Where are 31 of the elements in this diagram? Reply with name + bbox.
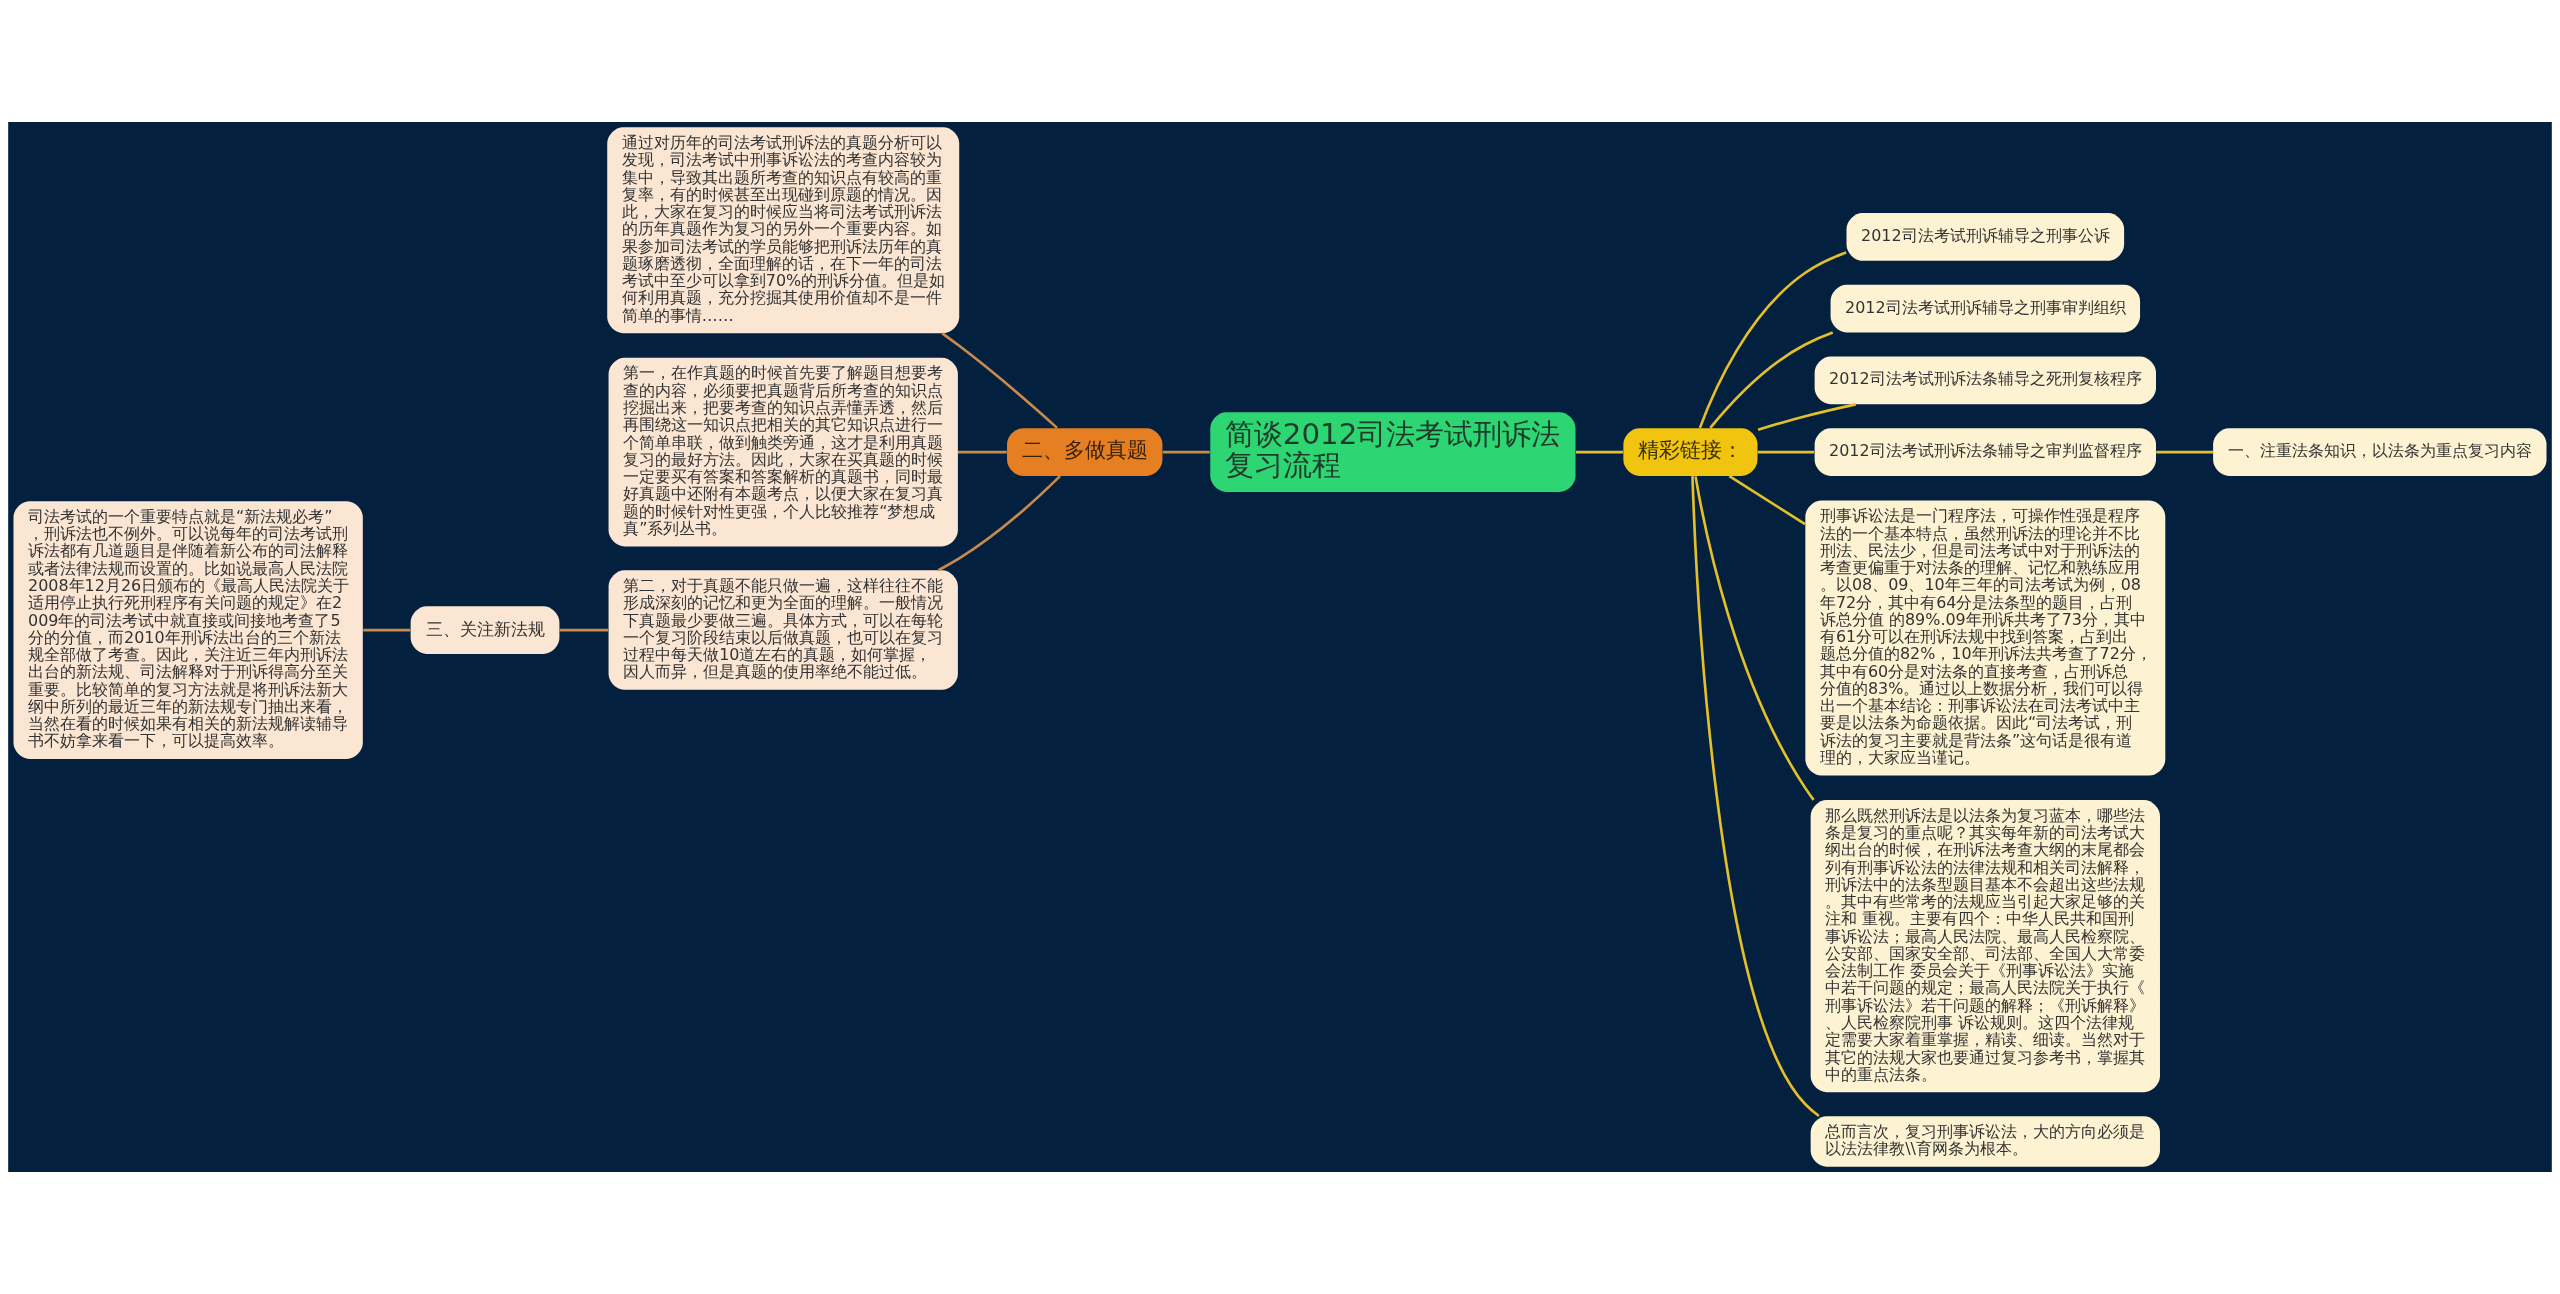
connector [1757, 403, 1857, 432]
node-box: 通过对历年的司法考试刑诉法的真题分析可以发现，司法考试中刑事诉讼法的考查内容较为集中，导致其出题所考查的知识点有较高的重复率，有的时候甚至出现碰到原题的情况。因此，大家在复习的时候应当将司法考试刑诉法的历年真题作为复习的另外一个重要内容。如果参加司法考试的学员能够把刑诉法历年的真题琢磨透彻，全面理解的话，在下一年的司法考试中至少可以拿到70%的刑诉分值。但是如何利用真题，充分挖掘其使用价值却不是一件简单的事情…… [607, 127, 960, 334]
connector [2156, 450, 2213, 454]
node-box: 一、注重法条知识，以法条为重点复习内容 [2213, 428, 2547, 476]
node-box: 那么既然刑诉法是以法条为复习蓝本，哪些法条是复习的重点呢？其实每年新的司法考试大纲出台的时候，在刑诉法考查大纲的末尾都会列有刑事诉讼法的法律法规和相关司法解释，刑诉法中的法条型题目基本不会超出这些法规。其中有些常考的法规应当引起大家足够的关注和 重视。主要有四个：中华人民共和国刑事诉讼法；最高人民法院、最高人民检察院、公安部、国家安全部、司法部、全国人大常委会法制工作 委员会关于《刑事诉讼法》实施中若干问题的规定；最高人民法院关于执行《刑事诉讼法》若干问题的解释；《刑诉解释》、人民检察院刑事 诉讼规则。这四个法律规定需要大家着重掌握，精读、细读。当然对于其它的法规大家也要通过复习参考书，掌握其中的重点法条。 [1810, 800, 2160, 1093]
node-box: 二、多做真题 [1007, 428, 1163, 476]
node-box: 2012司法考试刑诉辅导之刑事审判组织 [1830, 284, 2141, 333]
node-box: 司法考试的一个重要特点就是“新法规必考”，刑诉法也不例外。可以说每年的司法考试刑诉法都有几道题目是伴随着新公布的司法解释或者法律法规而设置的。比如说最高人民法院2008年12月26日颁布的《最高人民法院关于适用停止执行死刑程序有关问题的规定》在2009年的司法考试中就直接或间接地考查了5分的分值，而2010年刑诉法出台的三个新法规全部做了考查。因此，关注近三年内刑诉法出台的新法规、司法解释对于刑诉得高分至关重要。比较简单的复习方法就是将刑诉法新大纲中所列的最近三年的新法规专门抽出来看，当然在看的时候如果有相关的新法规解读辅导书不妨拿来看一下，可以提高效率。 [13, 501, 363, 759]
connector [957, 450, 1007, 454]
node-box: 简谈2012司法考试刑诉法复习流程 [1210, 412, 1576, 492]
node-box: 2012司法考试刑诉辅导之刑事公诉 [1846, 213, 2125, 261]
connector [937, 475, 1061, 572]
node-box: 三、关注新法规 [410, 606, 560, 654]
connector [1709, 331, 1834, 429]
node-box: 精彩链接： [1623, 428, 1758, 476]
node-box: 第一，在作真题的时候首先要了解题目想要考查的内容，必须要把真题背后所考查的知识点挖掘出来，把要考查的知识点弄懂弄透，然后再围绕这一知识点把相关的其它知识点进行一个简单串联，做到触类旁通，这才是利用真题复习的最好方法。因此，大家在买真题的时候一定要买有答案和答案解析的真题书，同时最好真题中还附有本题考点，以便大家在复习真题的时候针对性更强，个人比较推荐“梦想成真”系列丛书。 [608, 357, 958, 547]
connector [1694, 476, 1815, 801]
connector [1757, 450, 1815, 454]
node-box: 总而言次，复习刑事诉讼法，大的方向必须是以法法律教\\育网条为根本。 [1810, 1116, 2160, 1167]
connector [1698, 251, 1847, 429]
node-box: 第二，对于真题不能只做一遍，这样往往不能形成深刻的记忆和更为全面的理解。一般情况下真题最少要做三遍。具体方式，可以在每轮一个复习阶段结束以后做真题，也可以在复习过程中每天做10道左右的真题，如何掌握，因人而异，但是真题的使用率绝不能过低。 [608, 570, 958, 690]
connector [941, 332, 1058, 429]
connector [1162, 450, 1210, 454]
connector [1728, 474, 1806, 526]
node-box: 2012司法考试刑诉法条辅导之死刑复核程序 [1814, 356, 2156, 405]
connector [363, 628, 411, 632]
connector [559, 628, 609, 632]
connector [1691, 476, 1820, 1117]
connector [1575, 450, 1623, 454]
node-box: 刑事诉讼法是一门程序法，可操作性强是程序法的一个基本特点，虽然刑诉法的理论并不比刑法、民法少，但是司法考试中对于刑诉法的考查更偏重于对法条的理解、记忆和熟练应用。以08、09、10年三年的司法考试为例，08年72分，其中有64分是法条型的题目，占刑诉总分值 的89%.09年刑诉共考了73分，其中有61分可以在刑诉法规中找到答案，占到出题总分值的82%，10年刑诉法共考查了72分，其中有60分是对法条的直接考查，占刑诉总分值的83%。通过以上数据分析，我们可以得出一个基本结论：刑事诉讼法在司法考试中主要是以法条为命题依据。因此“司法考试，刑诉法的复习主要就是背法条”这句话是很有道理的，大家应当谨记。 [1805, 500, 2166, 776]
node-box: 2012司法考试刑诉法条辅导之审判监督程序 [1814, 428, 2156, 476]
